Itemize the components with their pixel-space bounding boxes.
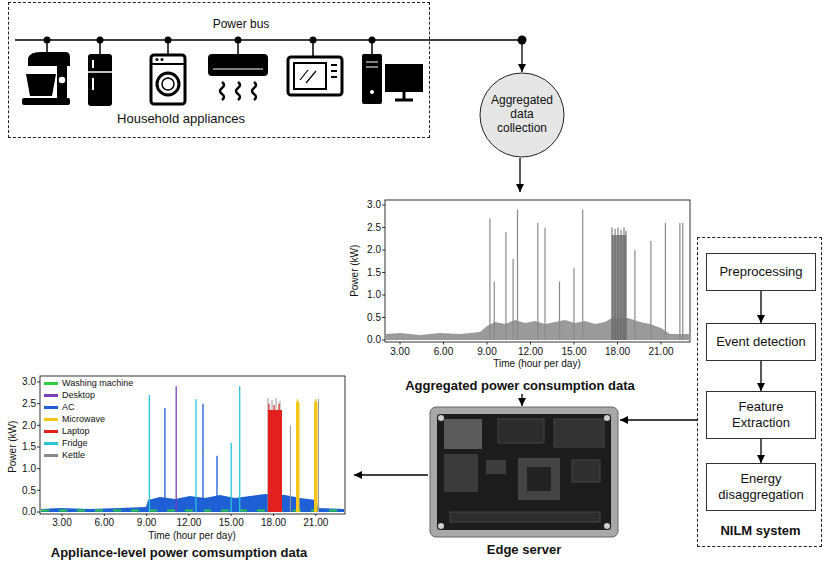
axis-tick: 21.00 xyxy=(648,346,673,358)
title-text: Aggregated power consumption data xyxy=(340,378,700,394)
axis-tick: 15.00 xyxy=(561,346,586,358)
drop-line xyxy=(47,40,372,56)
axis-title: Time (hour per day) xyxy=(493,358,580,370)
flow-arrow xyxy=(354,474,428,475)
flow-arrow xyxy=(760,361,761,391)
fridge-icon xyxy=(88,54,112,106)
axis-tick: 18.00 xyxy=(261,517,286,529)
legend-swatch xyxy=(44,394,58,397)
legend-item: Fridge xyxy=(44,439,88,449)
axis-title: Power (kW) xyxy=(7,421,19,473)
air-conditioner-icon xyxy=(208,54,268,100)
axis-tick: 0.5 xyxy=(367,312,381,324)
axis-tick: 1.5 xyxy=(22,441,36,453)
axis-tick: 1.0 xyxy=(367,289,381,301)
microwave-icon xyxy=(288,57,342,95)
edge-server: Edge server xyxy=(428,406,620,562)
axis-tick: 0.0 xyxy=(22,506,36,518)
node-text: Aggregated data collection xyxy=(487,94,557,135)
washing-machine-icon xyxy=(151,55,185,104)
axis-tick: 3.00 xyxy=(52,517,71,529)
process-box: Energy disaggregation xyxy=(706,463,816,511)
bus-line xyxy=(15,39,430,41)
legend-item: AC xyxy=(44,403,75,413)
axis-tick: 2.0 xyxy=(22,420,36,432)
axis-tick: 3.0 xyxy=(367,199,381,211)
axis-tick: 0.0 xyxy=(367,334,381,346)
legend-item: Microwave xyxy=(44,415,105,425)
legend-text: Kettle xyxy=(62,450,85,460)
title-text: Appliance-level power comsumption data xyxy=(4,545,354,561)
flow-arrow xyxy=(760,291,761,323)
process-text: Event detection xyxy=(716,334,806,350)
axis-tick: 1.0 xyxy=(22,463,36,475)
flow-arrow xyxy=(430,40,522,72)
legend-text: Laptop xyxy=(62,426,90,436)
process-box: Event detection xyxy=(706,323,816,361)
legend-text: Desktop xyxy=(62,390,95,400)
legend-text: Microwave xyxy=(62,414,105,424)
legend-swatch xyxy=(44,406,58,409)
process-text: Feature Extraction xyxy=(713,399,809,430)
edge-board xyxy=(430,407,618,537)
desktop-icon xyxy=(362,54,423,104)
axis-title: Time (hour per day) xyxy=(148,530,235,542)
axis-title: Power (kW) xyxy=(349,245,361,297)
node-text: Power bus xyxy=(181,17,301,31)
axis-tick: 3.0 xyxy=(22,376,36,388)
legend-item: Desktop xyxy=(44,391,95,401)
flow-arrow xyxy=(620,419,697,420)
appliance-plot xyxy=(37,376,345,516)
legend-text: Fridge xyxy=(62,438,88,448)
axis-tick: 12.00 xyxy=(518,346,543,358)
legend-swatch xyxy=(44,454,58,457)
axis-tick: 2.0 xyxy=(367,244,381,256)
axis-tick: 3.00 xyxy=(390,346,409,358)
axis-tick: 2.5 xyxy=(367,222,381,234)
axis-tick: 6.00 xyxy=(434,346,453,358)
axis-tick: 15.00 xyxy=(219,517,244,529)
legend-text: AC xyxy=(62,402,75,412)
process-box: Preprocessing xyxy=(706,253,816,291)
appliance-group: Power busHousehold appliances xyxy=(8,2,430,138)
flow-arrow xyxy=(760,439,761,463)
stand-mixer-icon xyxy=(22,52,70,105)
process-box: Feature Extraction xyxy=(706,391,816,439)
circle-shape xyxy=(480,73,564,157)
legend-text: Washing machine xyxy=(62,378,133,388)
legend-item: Washing machine xyxy=(44,379,133,389)
axis-tick: 12.00 xyxy=(176,517,201,529)
title-text: Edge server xyxy=(428,542,620,558)
collection-circle: Aggregated data collection xyxy=(479,72,565,158)
axis-tick: 9.00 xyxy=(137,517,156,529)
legend-swatch xyxy=(44,382,58,385)
legend-swatch xyxy=(44,442,58,445)
axis-tick: 18.00 xyxy=(605,346,630,358)
nilm-group: NILM system PreprocessingEvent detectionF… xyxy=(697,237,822,547)
flow-arrow xyxy=(519,158,520,192)
title-text: NILM system xyxy=(698,523,823,539)
node-text: Household appliances xyxy=(81,111,281,127)
legend-item: Kettle xyxy=(44,451,85,461)
axis-tick: 2.5 xyxy=(22,398,36,410)
process-text: Energy disaggregation xyxy=(713,471,809,502)
legend-swatch xyxy=(44,418,58,421)
flow-arrow xyxy=(521,394,522,406)
axis-tick: 0.5 xyxy=(22,485,36,497)
process-text: Preprocessing xyxy=(719,264,802,280)
axis-tick: 6.00 xyxy=(95,517,114,529)
axis-tick: 9.00 xyxy=(477,346,496,358)
legend-item: Laptop xyxy=(44,427,90,437)
aggregated-plot xyxy=(382,200,690,345)
axis-tick: 21.00 xyxy=(303,517,328,529)
power-bus xyxy=(15,36,527,57)
axis-tick: 1.5 xyxy=(367,267,381,279)
legend-swatch xyxy=(44,430,58,433)
